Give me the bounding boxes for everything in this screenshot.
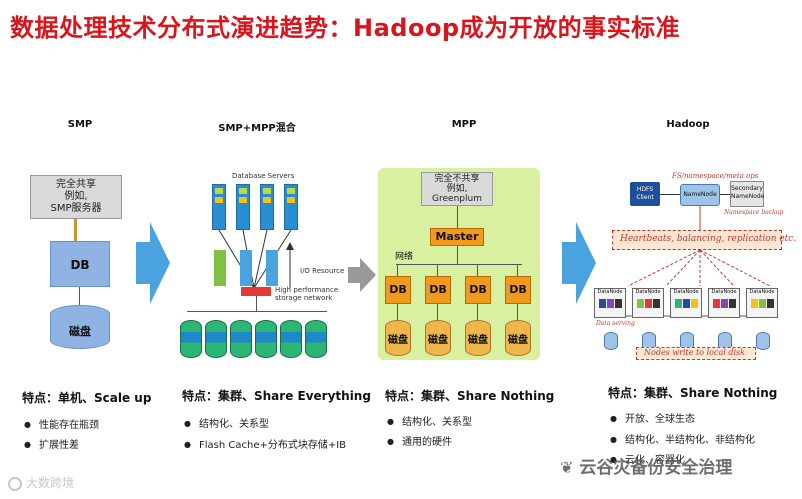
mpp-db-3: DB bbox=[465, 276, 491, 304]
mpp-network-bus bbox=[396, 264, 522, 265]
heading-mpp: MPP bbox=[451, 119, 477, 130]
smp-connector bbox=[74, 219, 77, 241]
smp-db-box: DB bbox=[50, 241, 110, 287]
wechat-icon: ❦ bbox=[560, 458, 574, 477]
writes-band bbox=[636, 347, 756, 360]
mpp-master-node: Master bbox=[430, 228, 484, 246]
page-title: 数据处理技术分布式演进趋势：Hadoop成为开放的事实标准 bbox=[10, 14, 681, 42]
smp-box-line-3: SMP服务器 bbox=[50, 203, 102, 214]
mpp-network-label: 网络 bbox=[395, 252, 414, 262]
server-2 bbox=[236, 184, 250, 230]
smp-bullet-1: 性能存在瓶颈 bbox=[24, 416, 99, 431]
hadoop-bullet-2: 结构化、半结构化、非结构化 bbox=[610, 431, 755, 446]
client-namenode-link bbox=[660, 194, 680, 195]
arrow-right-icon bbox=[562, 222, 596, 304]
mpp-disk-3: 磁盘 bbox=[465, 320, 491, 356]
hdfs-client: HDFS Client bbox=[630, 182, 660, 206]
heartbeat-band bbox=[612, 230, 782, 250]
hybrid-bullet-2: Flash Cache+分布式块存储+IB bbox=[184, 436, 346, 451]
mpp-bullet-1: 结构化、关系型 bbox=[387, 413, 472, 428]
heading-hadoop: Hadoop bbox=[666, 119, 710, 130]
mpp-disk-4: 磁盘 bbox=[505, 320, 531, 356]
storage-bus bbox=[187, 311, 327, 312]
smp-feature-title: 特点：单机、Scale up bbox=[22, 391, 152, 405]
smp-bullet-2: 扩展性差 bbox=[24, 436, 79, 451]
hadoop-bullet-1: 开放、全球生态 bbox=[610, 410, 695, 425]
io-resource-label: I/O Resource bbox=[300, 267, 345, 275]
mpp-db-2: DB bbox=[425, 276, 451, 304]
server-1 bbox=[212, 184, 226, 230]
mpp-line-box-master bbox=[457, 206, 458, 228]
mpp-box-line-3: Greenplum bbox=[432, 194, 482, 204]
hadoop-fs-label: FS/namespace/meta ops bbox=[672, 172, 759, 180]
storage-array bbox=[180, 320, 330, 360]
smp-box-line-2: 例如, bbox=[64, 191, 88, 202]
namespace-backup-label: Namespace backup bbox=[724, 209, 784, 216]
hybrid-links-icon bbox=[214, 229, 294, 289]
server-4 bbox=[284, 184, 298, 230]
hadoop-feature-title: 特点：集群、Share Nothing bbox=[608, 386, 778, 400]
hybrid-feature-title: 特点：集群、Share Everything bbox=[182, 389, 371, 403]
smp-shared-box: 完全共享 例如, SMP服务器 bbox=[30, 175, 122, 219]
mpp-disk-1: 磁盘 bbox=[385, 320, 411, 356]
mpp-box-line-1: 完全不共享 bbox=[434, 174, 480, 184]
heartbeat-label: Heartbeats, balancing, replication etc. bbox=[620, 234, 797, 244]
heading-smp: SMP bbox=[67, 119, 93, 130]
namenode: NameNode bbox=[680, 184, 720, 206]
server-3 bbox=[260, 184, 274, 230]
mpp-feature-title: 特点：集群、Share Nothing bbox=[385, 389, 555, 403]
mpp-line-master-net bbox=[457, 246, 458, 264]
hybrid-bullet-1: 结构化、关系型 bbox=[184, 415, 269, 430]
mpp-db-4: DB bbox=[505, 276, 531, 304]
storage-bus-drop bbox=[256, 296, 257, 311]
mpp-box-line-2: 例如, bbox=[446, 184, 468, 194]
hadoop-bullet-3: 云化、容器化 bbox=[610, 451, 685, 466]
database-servers-label: Database Servers bbox=[232, 172, 295, 180]
writes-label: Nodes write to local disk bbox=[644, 348, 745, 357]
smp-box-line-1: 完全共享 bbox=[56, 179, 96, 190]
watermark-logo-icon bbox=[8, 476, 22, 491]
arrow-right-gray-icon bbox=[348, 258, 376, 292]
smp-disk: 磁盘 bbox=[50, 305, 110, 349]
watermark-right: ❦云谷灾备份安全治理 bbox=[560, 458, 733, 478]
watermark-left: 大数跨境 bbox=[8, 474, 74, 491]
namenode-secondary-link bbox=[720, 194, 730, 195]
secondary-namenode: Secondary NameNode bbox=[730, 181, 764, 207]
storage-network-label: High performance storage network bbox=[275, 286, 339, 302]
mpp-db-1: DB bbox=[385, 276, 411, 304]
arrow-right-icon bbox=[136, 222, 170, 304]
data-serving-label: Data serving bbox=[596, 320, 635, 327]
storage-switch bbox=[241, 287, 271, 296]
datanodes: DataNode DataNode DataNode DataNode Data… bbox=[594, 288, 784, 318]
mpp-shared-box: 完全不共享 例如, Greenplum bbox=[421, 172, 493, 206]
heading-hybrid: SMP+MPP混合 bbox=[218, 123, 296, 134]
smp-db-line bbox=[79, 287, 80, 305]
mpp-bullet-2: 通用的硬件 bbox=[387, 433, 452, 448]
mpp-disk-2: 磁盘 bbox=[425, 320, 451, 356]
